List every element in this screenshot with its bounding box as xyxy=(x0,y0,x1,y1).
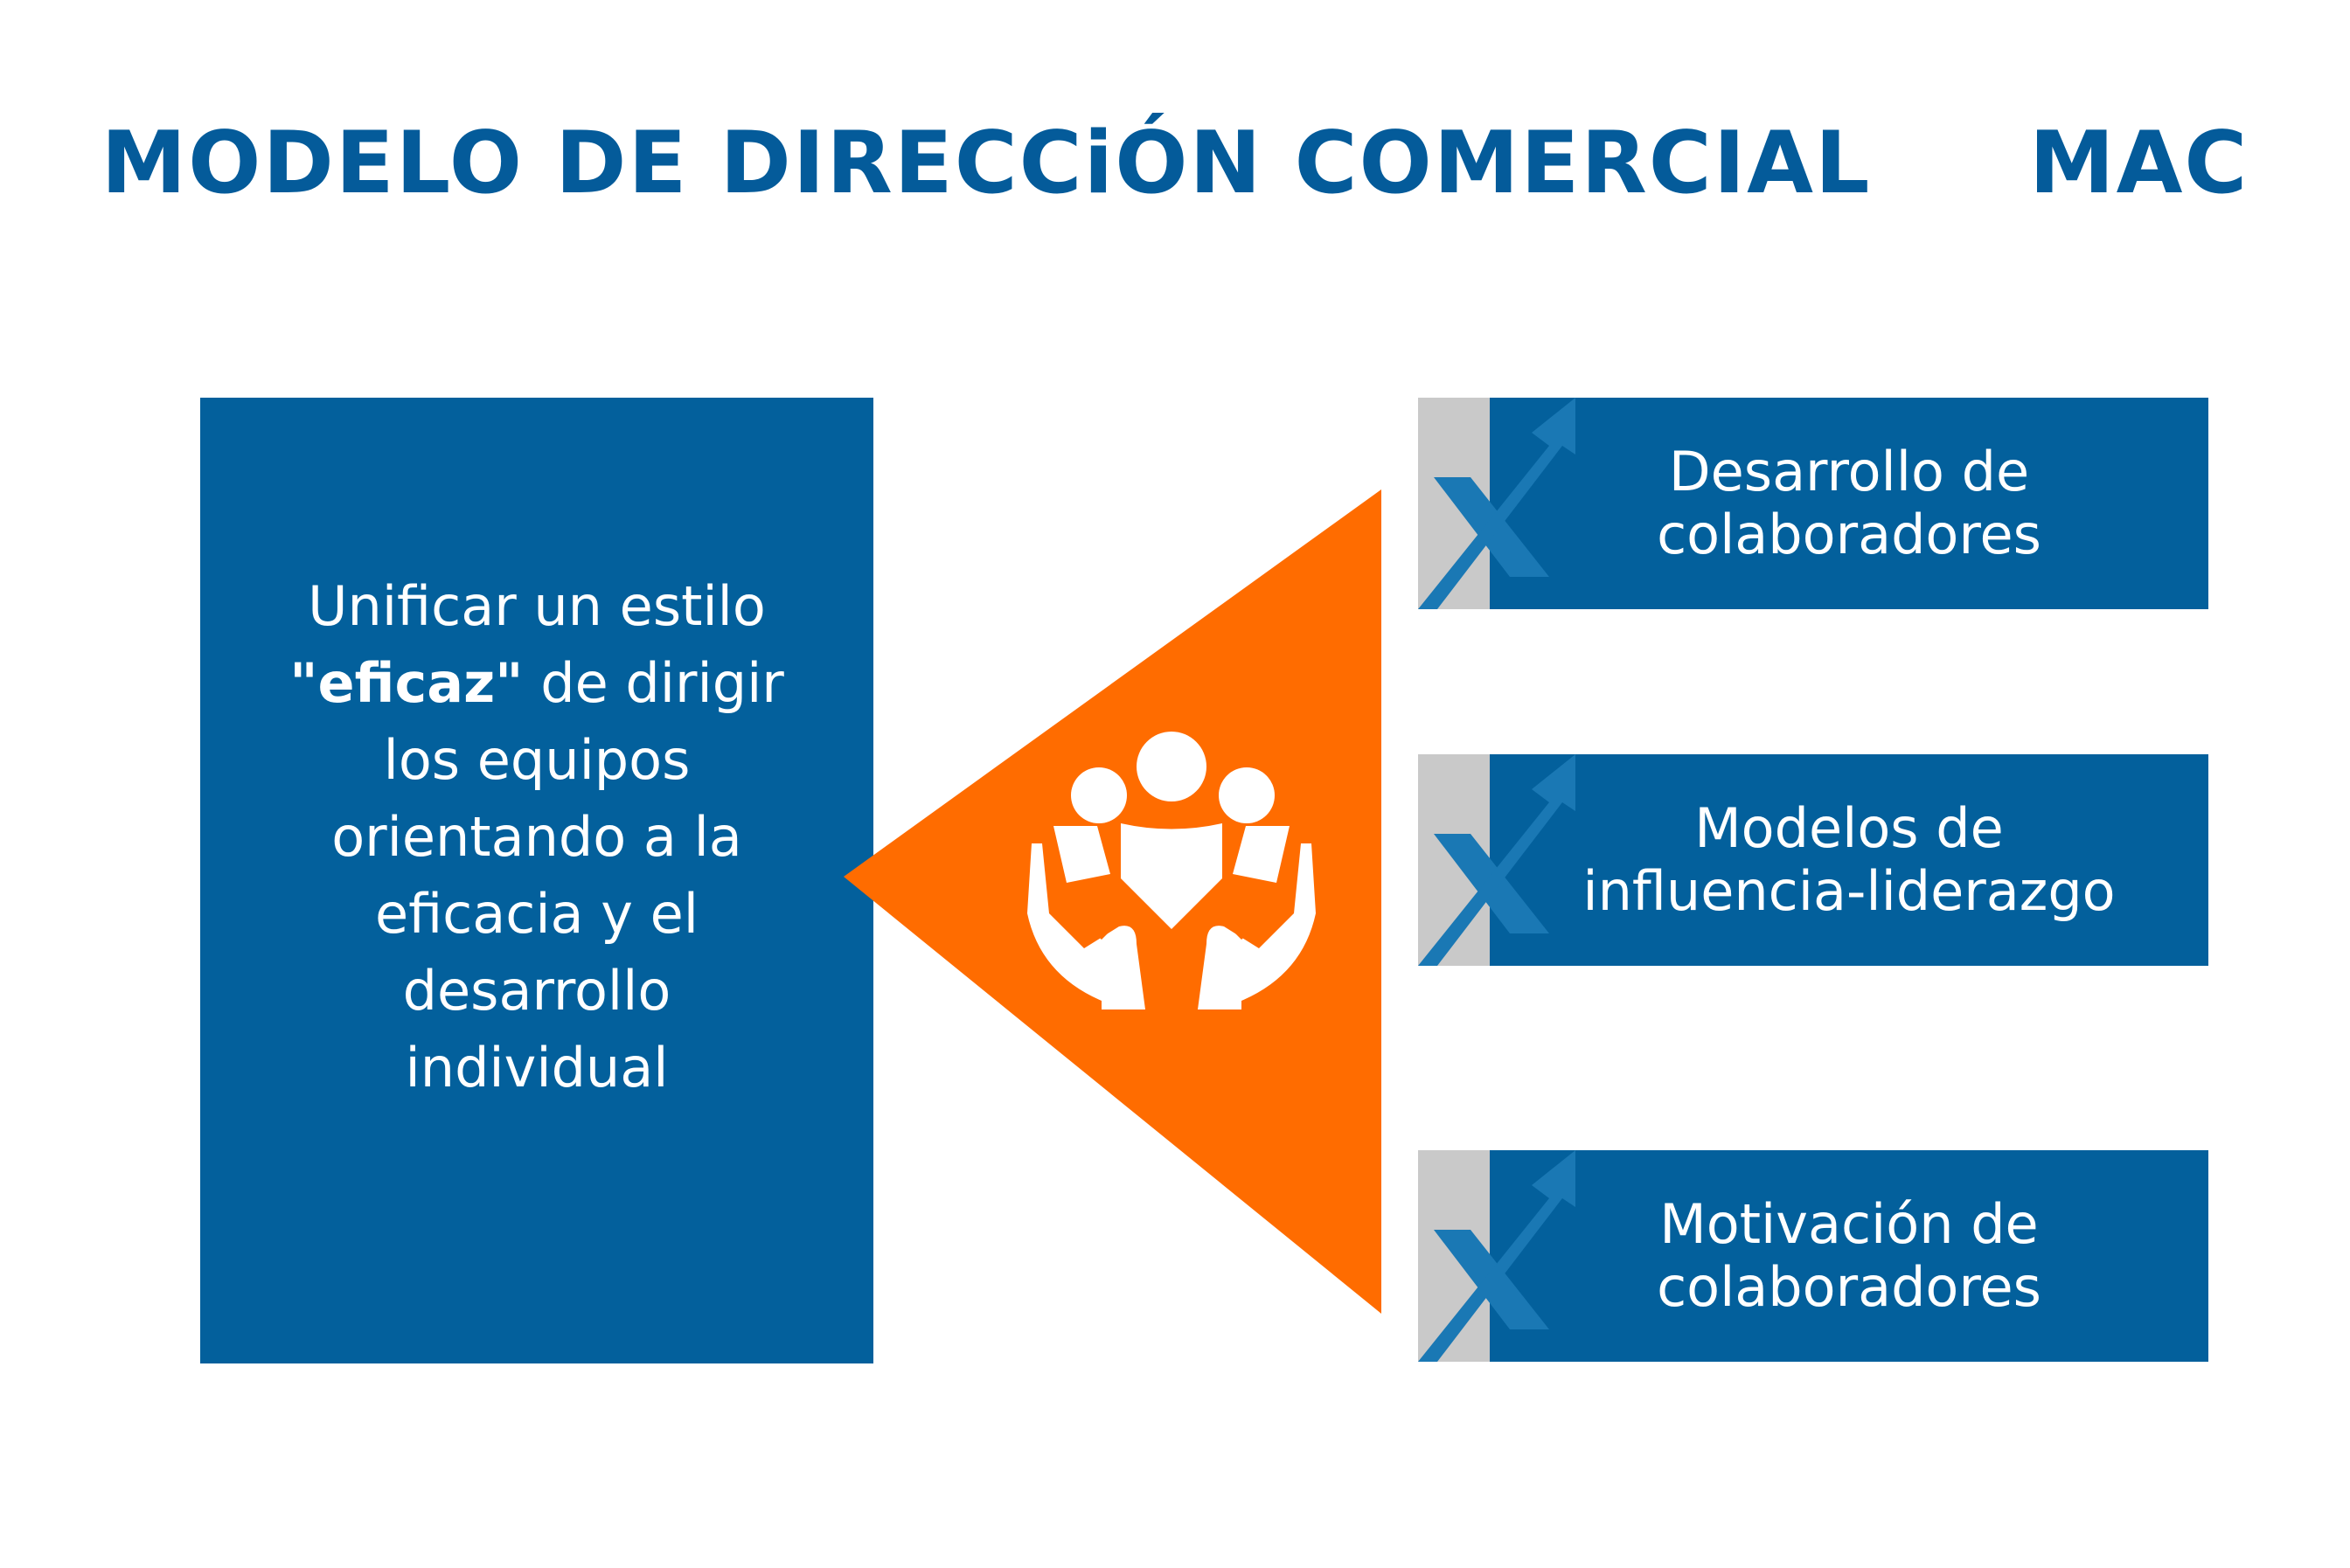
people-in-hands-icon xyxy=(1027,732,1316,1009)
item-label-line2: influencia-liderazgo xyxy=(1582,859,2116,923)
item-blue-panel xyxy=(1490,754,2208,966)
main-line: desarrollo xyxy=(402,958,671,1023)
item-label: Motivación de colaboradores xyxy=(1490,1150,2208,1362)
main-line: los equipos xyxy=(383,727,691,792)
main-line: Unificar un estilo xyxy=(308,573,766,638)
item-blue-panel xyxy=(1490,1150,2208,1362)
item-desarrollo: Desarrollo de colaboradores xyxy=(1418,398,2208,609)
main-line: eficacia y el xyxy=(374,881,699,946)
item-modelos: Modelos de influencia-liderazgo xyxy=(1418,754,2208,966)
main-line: orientando a la xyxy=(331,804,742,869)
item-label-line1: Desarrollo de xyxy=(1668,440,2030,503)
main-objective-text: Unificar un estilo "eficaz" de dirigir l… xyxy=(266,568,808,1107)
main-objective-box: Unificar un estilo "eficaz" de dirigir l… xyxy=(200,398,873,1363)
x-growth-arrow-icon xyxy=(1418,1150,1575,1362)
item-label-line1: Motivación de xyxy=(1659,1192,2039,1256)
item-motivacion: Motivación de colaboradores xyxy=(1418,1150,2208,1362)
item-label-line2: colaboradores xyxy=(1657,1255,2041,1319)
item-label-line2: colaboradores xyxy=(1657,503,2041,566)
item-blue-panel xyxy=(1490,398,2208,609)
main-highlight: "eficaz" xyxy=(289,650,524,715)
item-label: Modelos de influencia-liderazgo xyxy=(1490,754,2208,966)
main-line: individual xyxy=(405,1035,669,1100)
x-growth-arrow-icon xyxy=(1418,754,1575,966)
item-label-line1: Modelos de xyxy=(1694,796,2004,860)
item-label: Desarrollo de colaboradores xyxy=(1490,398,2208,609)
page-title: MODELO DE DIRECCiÓN COMERCIAL MAC xyxy=(101,114,2249,213)
main-line: de dirigir xyxy=(523,650,784,715)
x-growth-arrow-icon xyxy=(1418,398,1575,609)
